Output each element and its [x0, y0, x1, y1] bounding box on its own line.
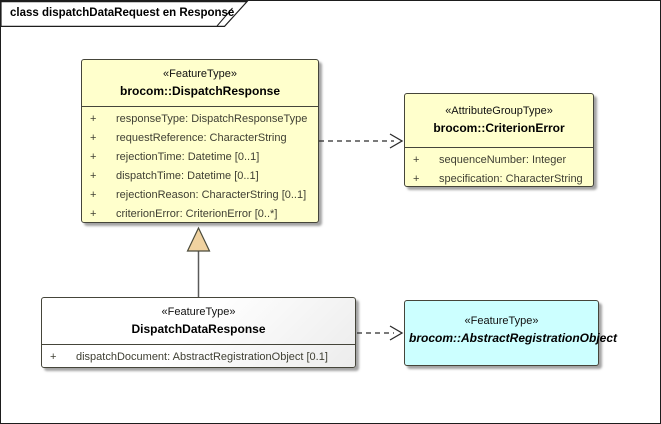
class-header: «FeatureType» DispatchDataResponse	[42, 298, 355, 344]
class-name: brocom::DispatchResponse	[119, 84, 281, 98]
visibility-marker: +	[90, 151, 97, 163]
visibility-marker: +	[90, 208, 97, 220]
visibility-marker: +	[413, 154, 420, 166]
generalization-triangle-icon	[186, 226, 211, 252]
stereotype-label: «FeatureType»	[161, 306, 236, 318]
attribute-row: + specification: CharacterString	[405, 170, 591, 189]
attribute-row: + criterionError: CriterionError [0..*]	[82, 205, 316, 224]
diagram-title: class dispatchDataRequest en Response	[10, 7, 235, 19]
visibility-marker: +	[90, 132, 97, 144]
attribute-row: + dispatchDocument: AbstractRegistration…	[42, 348, 353, 367]
class-box-abstract-registration-object[interactable]: «FeatureType» brocom::AbstractRegistrati…	[404, 300, 618, 366]
stereotype-label: «AttributeGroupType»	[445, 105, 553, 117]
visibility-marker: +	[90, 113, 97, 125]
attribute-text: requestReference: CharacterString	[116, 132, 287, 144]
diagram-frame-tab-shape	[1, 1, 249, 27]
attribute-text: criterionError: CriterionError [0..*]	[116, 208, 278, 220]
visibility-marker: +	[50, 351, 57, 363]
attribute-text: rejectionTime: Datetime [0..1]	[116, 151, 260, 163]
class-name: brocom::AbstractRegistrationObject	[409, 331, 618, 345]
attribute-row: + requestReference: CharacterString	[82, 129, 316, 148]
dependency-connector-abstract-registration-object[interactable]	[357, 325, 404, 341]
attribute-row: + rejectionTime: Datetime [0..1]	[82, 148, 316, 167]
attribute-row: + responseType: DispatchResponseType	[82, 110, 316, 129]
open-arrowhead-icon	[389, 133, 404, 149]
attribute-text: rejectionReason: CharacterString [0..1]	[116, 189, 307, 201]
stereotype-label: «FeatureType»	[464, 315, 539, 327]
generalization-connector[interactable]	[186, 226, 211, 297]
attribute-compartment: + dispatchDocument: AbstractRegistration…	[42, 344, 355, 367]
dependency-connector-criterion-error[interactable]	[319, 133, 404, 149]
attribute-row: + sequenceNumber: Integer	[405, 151, 591, 170]
class-box-criterion-error[interactable]: «AttributeGroupType» brocom::CriterionEr…	[404, 93, 594, 187]
diagram-frame-tab-inner-line	[216, 7, 233, 27]
class-name: brocom::CriterionError	[433, 121, 565, 135]
open-arrowhead-icon	[389, 325, 404, 341]
class-box-dispatch-response[interactable]: «FeatureType» brocom::DispatchResponse +…	[81, 59, 319, 223]
class-header: «FeatureType» brocom::DispatchResponse	[82, 60, 318, 106]
attribute-compartment: + responseType: DispatchResponseType + r…	[82, 106, 318, 224]
attribute-compartment: + sequenceNumber: Integer + specificatio…	[405, 147, 593, 189]
attribute-text: sequenceNumber: Integer	[439, 154, 567, 166]
visibility-marker: +	[413, 173, 420, 185]
diagram-title-tab: class dispatchDataRequest en Response	[1, 1, 240, 27]
attribute-text: dispatchTime: Datetime [0..1]	[116, 170, 259, 182]
visibility-marker: +	[90, 170, 97, 182]
class-header: «AttributeGroupType» brocom::CriterionEr…	[405, 94, 593, 147]
class-name: DispatchDataResponse	[131, 322, 266, 336]
attribute-text: dispatchDocument: AbstractRegistrationOb…	[76, 351, 328, 363]
attribute-row: + rejectionReason: CharacterString [0..1…	[82, 186, 316, 205]
visibility-marker: +	[90, 189, 97, 201]
attribute-row: + dispatchTime: Datetime [0..1]	[82, 167, 316, 186]
class-header: «FeatureType» brocom::AbstractRegistrati…	[405, 301, 618, 353]
attribute-text: responseType: DispatchResponseType	[116, 113, 308, 125]
stereotype-label: «FeatureType»	[163, 68, 237, 80]
class-box-dispatch-data-response[interactable]: «FeatureType» DispatchDataResponse + dis…	[41, 297, 356, 368]
attribute-text: specification: CharacterString	[439, 173, 583, 185]
